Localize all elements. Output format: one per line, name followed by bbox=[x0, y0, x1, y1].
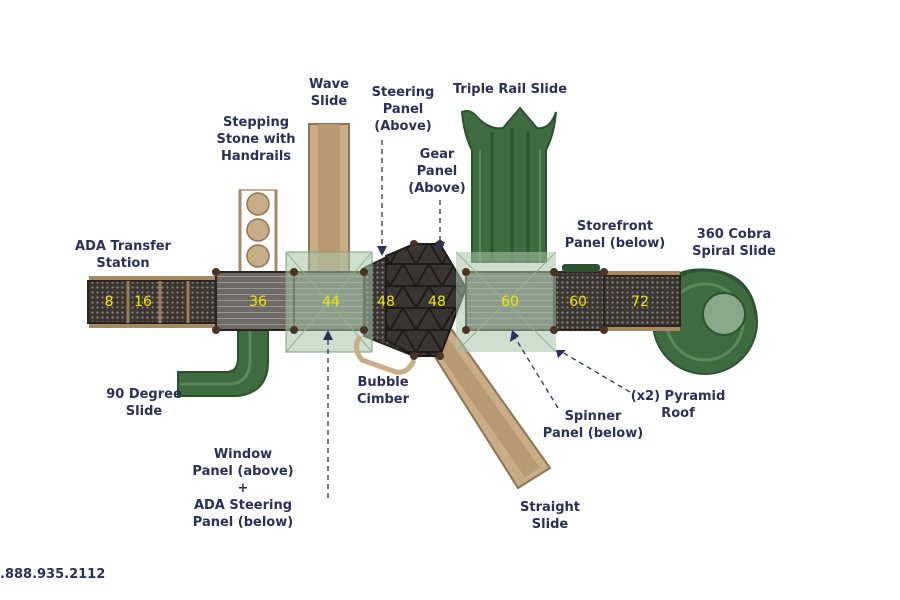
triple-rail-slide bbox=[460, 106, 557, 263]
posts bbox=[212, 240, 608, 360]
phone-number: .888.935.2112 bbox=[0, 567, 106, 582]
deck-heights: 8 16 36 44 48 48 60 60 72 bbox=[105, 294, 649, 310]
deck-height-60b: 60 bbox=[569, 294, 587, 310]
deck-height-60a: 60 bbox=[501, 294, 519, 310]
deck-height-8: 8 bbox=[105, 294, 114, 310]
label-triple-rail-slide: Triple Rail Slide bbox=[452, 82, 568, 97]
stepping-stone bbox=[238, 189, 278, 273]
pyramid-roofs bbox=[285, 251, 557, 353]
leader-lines bbox=[327, 140, 631, 498]
leader-arrowheads bbox=[323, 242, 566, 358]
ada-transfer-station bbox=[87, 276, 217, 328]
deck-height-44: 44 bbox=[322, 294, 340, 310]
deck-height-36: 36 bbox=[249, 294, 267, 310]
deck-height-16: 16 bbox=[134, 294, 152, 310]
deck-height-72: 72 bbox=[631, 294, 649, 310]
bubble-climber bbox=[354, 334, 417, 375]
deck-height-48a: 48 bbox=[377, 294, 395, 310]
degree-90-slide bbox=[177, 324, 269, 397]
deck-height-48b: 48 bbox=[428, 294, 446, 310]
